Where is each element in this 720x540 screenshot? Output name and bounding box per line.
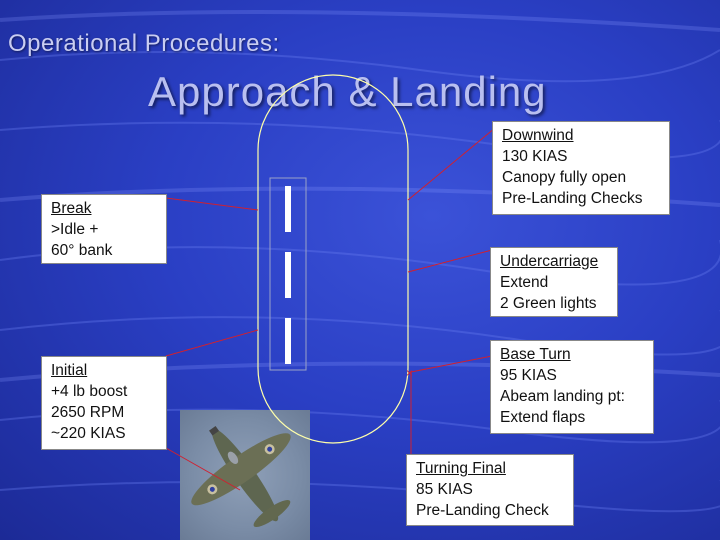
break-heading: Break	[51, 200, 92, 217]
circuit-pattern	[257, 74, 409, 444]
undercarriage-line: Extend	[500, 274, 549, 291]
downwind-line: Canopy fully open	[502, 169, 627, 186]
base-turn-box: Base Turn 95 KIAS Abeam landing pt: Exte…	[490, 340, 654, 434]
downwind-heading: Downwind	[502, 127, 574, 144]
downwind-line: Pre-Landing Checks	[502, 190, 643, 207]
initial-line: 2650 RPM	[51, 404, 125, 421]
break-box: Break >Idle + 60° bank	[41, 194, 167, 264]
turning-final-line: Pre-Landing Check	[416, 502, 549, 519]
turning-final-heading: Turning Final	[416, 460, 506, 477]
break-line: 60° bank	[51, 242, 113, 259]
spitfire-photo	[180, 410, 310, 540]
initial-line: ~220 KIAS	[51, 425, 126, 442]
initial-line: +4 lb boost	[51, 383, 128, 400]
undercarriage-box: Undercarriage Extend 2 Green lights	[490, 247, 618, 317]
base-turn-line: Abeam landing pt:	[500, 388, 625, 405]
base-turn-line: 95 KIAS	[500, 367, 557, 384]
turning-final-box: Turning Final 85 KIAS Pre-Landing Check	[406, 454, 574, 526]
base-turn-heading: Base Turn	[500, 346, 571, 363]
break-line: >Idle +	[51, 221, 99, 238]
base-turn-marker: ×	[406, 366, 413, 380]
leader-lines	[165, 127, 496, 491]
turning-final-line: 85 KIAS	[416, 481, 473, 498]
runway	[269, 177, 307, 371]
downwind-line: 130 KIAS	[502, 148, 568, 165]
downwind-box: Downwind 130 KIAS Canopy fully open Pre-…	[492, 121, 670, 215]
initial-heading: Initial	[51, 362, 88, 379]
slide-subtitle: Operational Procedures:	[8, 30, 280, 57]
initial-box: Initial +4 lb boost 2650 RPM ~220 KIAS	[41, 356, 167, 450]
undercarriage-line: 2 Green lights	[500, 295, 597, 312]
base-turn-line: Extend flaps	[500, 409, 586, 426]
undercarriage-heading: Undercarriage	[500, 253, 599, 270]
